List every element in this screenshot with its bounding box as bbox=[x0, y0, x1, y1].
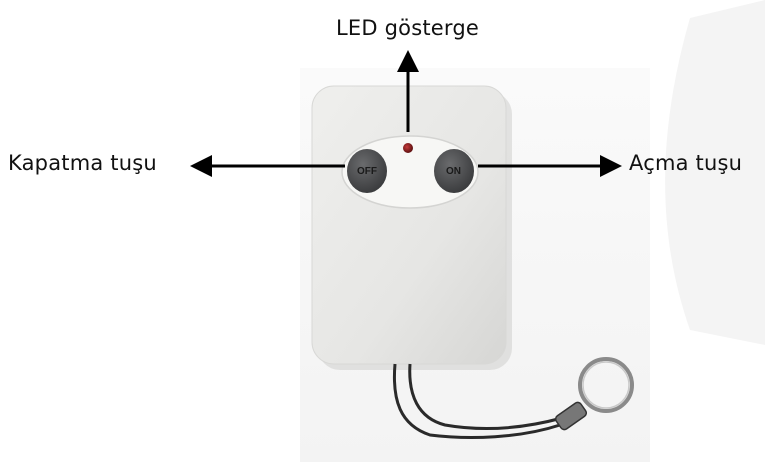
led-label: LED gösterge bbox=[336, 16, 480, 40]
on-button-label: ON bbox=[446, 166, 461, 177]
off-button: OFF bbox=[347, 149, 387, 193]
arrow-left-icon bbox=[190, 155, 345, 177]
on-button-annotation: Açma tuşu bbox=[629, 151, 743, 175]
off-button-annotation: Kapatma tuşu bbox=[8, 151, 157, 175]
key-ring-icon bbox=[392, 357, 634, 440]
on-button: ON bbox=[434, 149, 474, 193]
led-indicator bbox=[403, 143, 413, 153]
off-button-label: OFF bbox=[357, 166, 377, 177]
background-shape bbox=[665, 0, 765, 345]
arrow-up-icon bbox=[397, 50, 419, 132]
arrow-right-icon bbox=[478, 155, 622, 177]
